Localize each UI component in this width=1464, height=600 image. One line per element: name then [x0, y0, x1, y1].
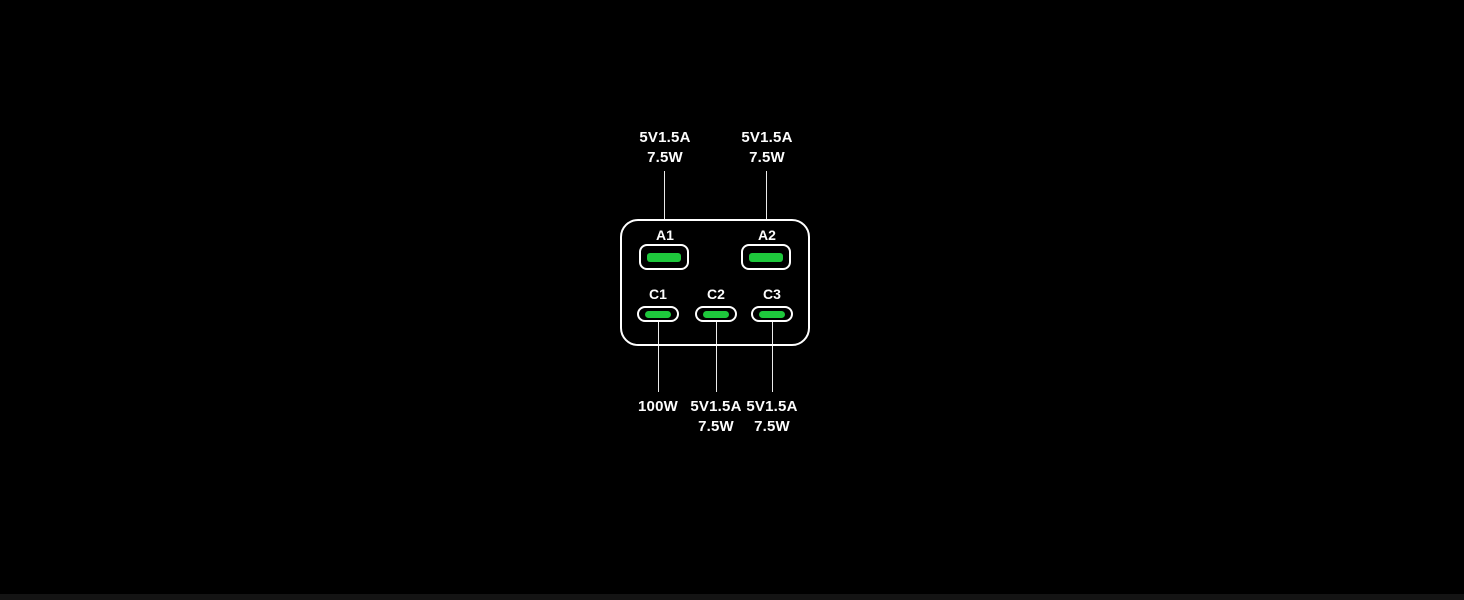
- leader-line-c3: [772, 322, 773, 392]
- usb-c-pin-c1: [645, 310, 671, 318]
- usb-c-pin-c2: [703, 310, 729, 318]
- spec-label-port-c1: 100W: [638, 398, 678, 415]
- port-label-a2: A2: [758, 227, 776, 243]
- spec-label-port-c2: 5V1.5A 7.5W: [690, 398, 742, 435]
- usb-a-pin-a2: [749, 252, 783, 262]
- spec-label-port-c3: 5V1.5A 7.5W: [746, 398, 798, 435]
- leader-line-a1: [664, 171, 665, 226]
- usb-a-pin-a1: [647, 252, 681, 262]
- usb-c-port-c2: [695, 306, 737, 322]
- port-label-c3: C3: [763, 286, 781, 302]
- leader-line-c1: [658, 322, 659, 392]
- usb-c-pin-c3: [759, 310, 785, 318]
- bottom-edge-strip: [0, 594, 1464, 600]
- usb-a-port-a1: [639, 244, 689, 270]
- port-label-a1: A1: [656, 227, 674, 243]
- charger-body: [620, 219, 810, 346]
- usb-c-port-c1: [637, 306, 679, 322]
- leader-line-c2: [716, 322, 717, 392]
- leader-line-a2: [766, 171, 767, 226]
- port-label-c2: C2: [707, 286, 725, 302]
- usb-c-port-c3: [751, 306, 793, 322]
- usb-a-port-a2: [741, 244, 791, 270]
- spec-label-port-a1: 5V1.5A 7.5W: [639, 129, 691, 166]
- spec-label-port-a2: 5V1.5A 7.5W: [741, 129, 793, 166]
- port-label-c1: C1: [649, 286, 667, 302]
